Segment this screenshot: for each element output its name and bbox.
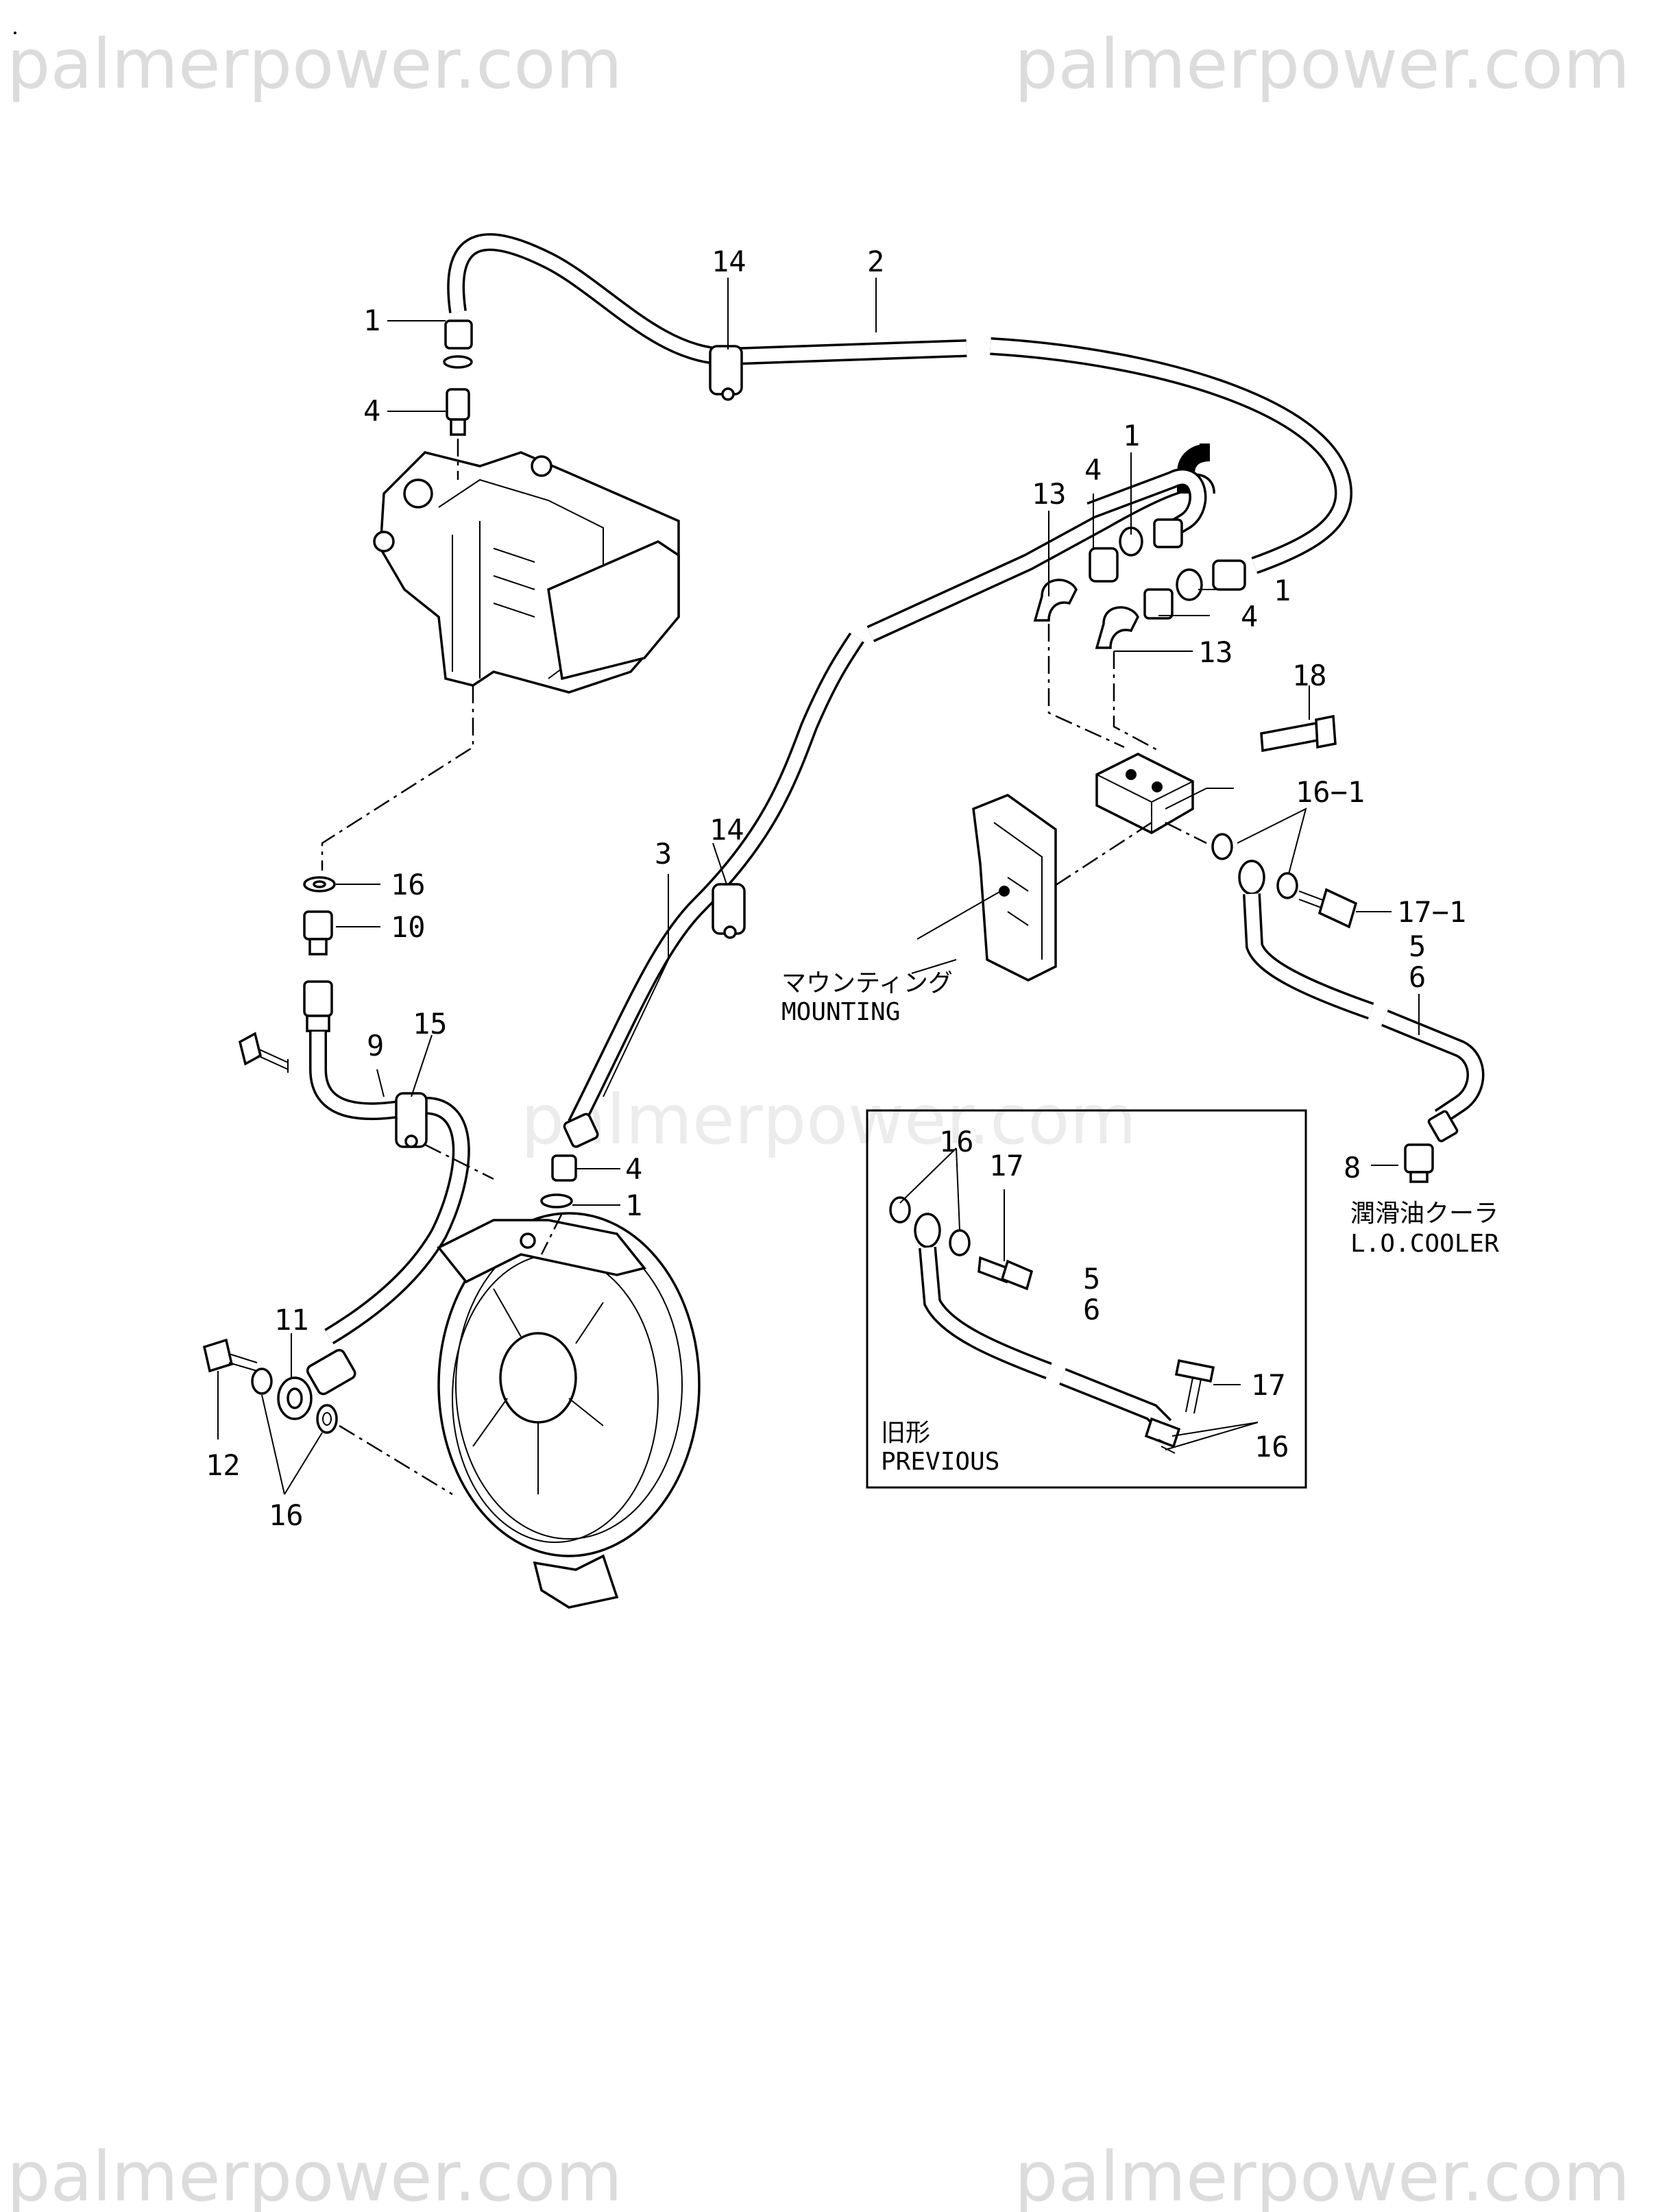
inset-callout-17-bottom: 17 — [1251, 1368, 1286, 1402]
captions: マウンティング MOUNTING 潤滑油クーラ L.O.COOLER 旧形 PR… — [781, 969, 1499, 1476]
clamp-15 — [395, 1092, 428, 1148]
callout-16-1: 16−1 — [1296, 775, 1365, 809]
fitting-stack-top-left — [443, 319, 473, 436]
inset-callout-5: 5 — [1083, 1262, 1100, 1296]
bolt-17-1 — [1298, 888, 1358, 929]
axis-13a — [1047, 624, 1125, 749]
washers-16-bottom — [251, 1368, 338, 1434]
watermark-bottom-right: palmerpower.com — [1015, 2137, 1630, 2212]
callout-3: 3 — [655, 837, 672, 871]
callout-9: 9 — [367, 1029, 384, 1062]
callout-4-c: 4 — [1241, 600, 1258, 633]
caption-mounting-en: MOUNTING — [781, 998, 900, 1026]
callout-18: 18 — [1292, 659, 1327, 692]
clamp-14-mid — [712, 883, 746, 939]
callout-16-bottom: 16 — [269, 1498, 304, 1532]
inset-callout-17-top: 17 — [989, 1149, 1024, 1182]
fitting-10 — [303, 910, 333, 956]
inset-callout-16-top: 16 — [939, 1125, 974, 1158]
pipe-9 — [303, 980, 470, 1345]
watermark-top-left: palmerpower.com — [7, 24, 622, 104]
junction-block — [1095, 753, 1234, 834]
corner-dot — [14, 32, 16, 34]
callout-12: 12 — [206, 1448, 241, 1482]
callout-15: 15 — [413, 1007, 448, 1041]
callout-6: 6 — [1409, 960, 1426, 994]
inset-callout-6: 6 — [1083, 1293, 1100, 1326]
callout-14-top: 14 — [712, 245, 746, 278]
axis-clamp15 — [424, 1143, 494, 1180]
callouts: 14 2 1 4 13 4 1 1 4 13 18 16−1 17−1 3 14… — [206, 245, 1466, 1532]
axis-pump-to-10 — [321, 685, 474, 871]
callout-1-c: 1 — [1274, 574, 1291, 607]
leader-lines — [217, 278, 1420, 1495]
fitting-8 — [1404, 1143, 1434, 1183]
callout-1-d: 1 — [625, 1189, 642, 1222]
inset-previous — [866, 1109, 1307, 1489]
caption-cooler-jp: 潤滑油クーラ — [1350, 1200, 1498, 1228]
watermark-bottom-left: palmerpower.com — [7, 2137, 622, 2212]
callout-4-d: 4 — [625, 1152, 642, 1186]
axis-block-16 — [1165, 821, 1207, 844]
callout-11: 11 — [274, 1303, 309, 1337]
inset-callout-16-bottom: 16 — [1254, 1430, 1289, 1463]
watermark-top-right: palmerpower.com — [1015, 24, 1630, 104]
flywheel-housing — [437, 1212, 701, 1609]
callout-14-mid: 14 — [709, 813, 744, 847]
caption-mounting-jp: マウンティング — [781, 969, 953, 997]
callout-16-left: 16 — [391, 868, 426, 901]
eye-fitting-right — [1238, 860, 1265, 895]
callout-8: 8 — [1344, 1151, 1361, 1184]
caption-cooler-en: L.O.COOLER — [1350, 1230, 1499, 1258]
bolt-18 — [1260, 714, 1337, 753]
caption-previous-jp: 旧形 — [881, 1419, 930, 1447]
bolt-near-9 — [238, 1032, 289, 1073]
callout-1-top: 1 — [363, 304, 380, 337]
washer-16-left — [303, 876, 336, 892]
callout-4-top: 4 — [363, 394, 380, 428]
axis-lower-fitting — [540, 1213, 563, 1255]
callout-10: 10 — [391, 910, 426, 944]
bolt-12 — [202, 1338, 258, 1373]
callout-5: 5 — [1409, 929, 1426, 963]
callout-13-a: 13 — [1032, 477, 1067, 511]
callout-1-b: 1 — [1123, 419, 1140, 452]
pipe-5-6 — [1243, 893, 1485, 1143]
fitting-4-lower — [540, 1154, 577, 1208]
mounting-bracket — [972, 794, 1057, 982]
callout-13-b: 13 — [1198, 635, 1233, 669]
pump-assembly — [373, 451, 680, 694]
caption-previous-en: PREVIOUS — [881, 1448, 999, 1476]
callout-17-1: 17−1 — [1397, 895, 1466, 929]
clamp-14-top — [709, 345, 743, 401]
axis-13b — [1113, 651, 1159, 752]
eye-fitting-11 — [277, 1348, 356, 1420]
pipe-2 — [447, 233, 1353, 574]
axis-washer16 — [339, 1424, 453, 1496]
upper-right-fittings — [1033, 443, 1246, 649]
callout-2: 2 — [867, 245, 884, 278]
callout-4-b: 4 — [1084, 453, 1102, 487]
washers-16-1 — [1211, 833, 1298, 899]
watermark-center: palmerpower.com — [521, 1080, 1137, 1160]
